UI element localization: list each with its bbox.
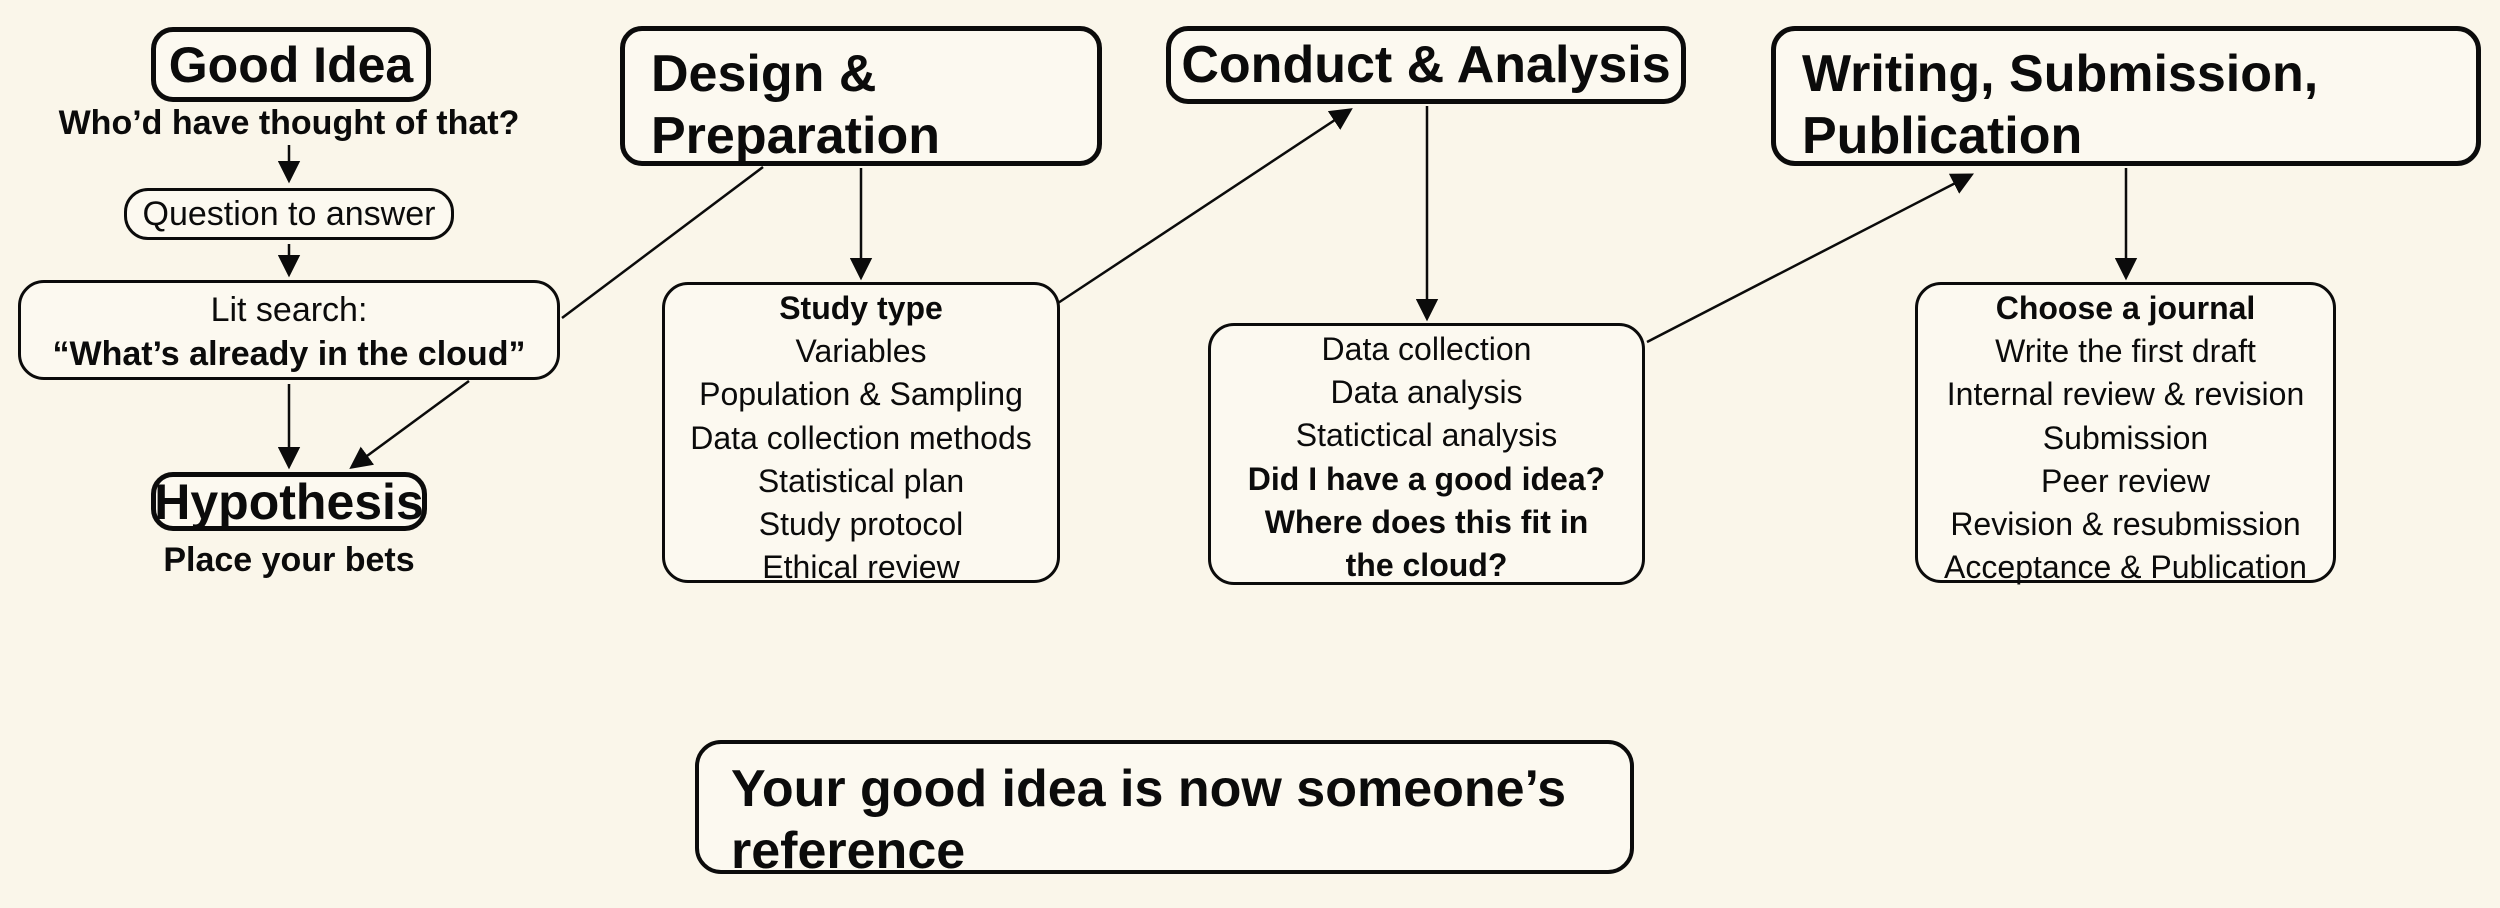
hypothesis-caption: Place your bets bbox=[163, 541, 415, 579]
footer-line2: reference bbox=[731, 822, 966, 880]
list-item: Acceptance & Publication bbox=[1944, 549, 2307, 586]
list-item: Revision & resubmission bbox=[1950, 506, 2301, 543]
writing-title-line2: Publication bbox=[1802, 107, 2083, 165]
list-item: Study protocol bbox=[758, 506, 964, 543]
list-item: Population & Sampling bbox=[699, 376, 1023, 413]
writing-submission-box: Writing, Submission, Publication bbox=[1771, 26, 2481, 166]
list-item: Peer review bbox=[2041, 462, 2210, 499]
question-to-answer-box: Question to answer bbox=[124, 188, 454, 240]
writing-title-line1: Writing, Submission, bbox=[1802, 45, 2319, 103]
list-item: Variables bbox=[795, 333, 927, 370]
list-item: Statistical plan bbox=[757, 462, 965, 499]
lit-search-line1: Lit search: bbox=[210, 291, 368, 329]
conduct-analysis-box: Conduct & Analysis bbox=[1166, 26, 1686, 104]
list-item: Data collection bbox=[1321, 331, 1532, 367]
good-idea-box: Good Idea bbox=[151, 27, 431, 102]
list-item: the cloud? bbox=[1345, 547, 1508, 584]
list-item: Statictical analysis bbox=[1295, 417, 1558, 454]
list-item: Ethical review bbox=[762, 549, 960, 586]
arrow-lit-search-to-hypothesis-diagonal bbox=[349, 379, 470, 469]
list-item: Did I have a good idea? bbox=[1247, 460, 1606, 497]
list-item: Study type bbox=[779, 290, 943, 326]
hypothesis-box: Hypothesis bbox=[151, 472, 427, 531]
list-item: Data analysis bbox=[1330, 374, 1523, 411]
list-item: Where does this fit in bbox=[1264, 503, 1589, 540]
design-title-line1: Design & bbox=[651, 45, 877, 103]
hypothesis-title: Hypothesis bbox=[154, 473, 424, 530]
list-item: Choose a journal bbox=[1995, 290, 2256, 326]
question-label: Question to answer bbox=[142, 194, 436, 233]
footer-reference-box: Your good idea is now someone’s referenc… bbox=[695, 740, 1634, 880]
design-title-line2: Preparation bbox=[651, 107, 940, 165]
lit-search-line2: “What’s already in the cloud” bbox=[52, 335, 526, 373]
design-preparation-box: Design & Preparation bbox=[620, 26, 1102, 166]
list-item: Internal review & revision bbox=[1946, 376, 2305, 413]
list-item: Write the first draft bbox=[1995, 333, 2256, 370]
list-item: Submission bbox=[2042, 419, 2209, 456]
lit-search-box: Lit search: “What’s already in the cloud… bbox=[18, 280, 560, 380]
good-idea-caption: Who’d have thought of that? bbox=[58, 104, 520, 142]
footer-line1: Your good idea is now someone’s bbox=[731, 760, 1566, 818]
list-item: Data collection methods bbox=[690, 419, 1032, 456]
good-idea-title: Good Idea bbox=[168, 36, 414, 93]
conduct-title: Conduct & Analysis bbox=[1181, 36, 1671, 94]
